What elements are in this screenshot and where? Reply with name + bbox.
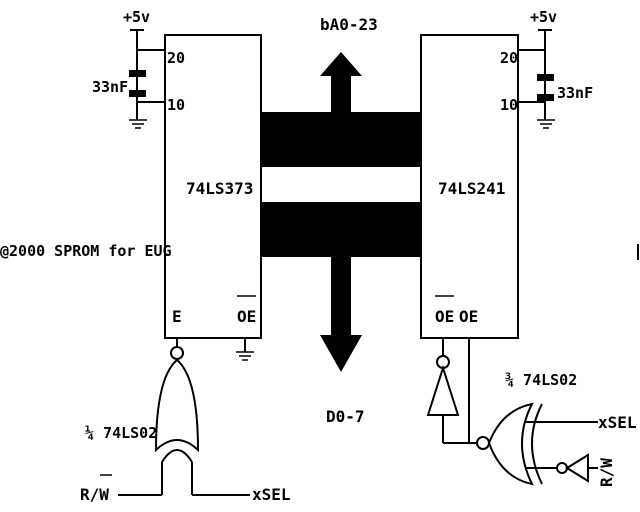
left-power-network — [129, 29, 165, 129]
pin-oe-right1-label: OE — [435, 307, 454, 326]
vcc-left-label: +5v — [123, 8, 150, 26]
chip-right-label: 74LS241 — [438, 179, 505, 198]
bus-up-arrow — [320, 52, 362, 112]
pin10-left-label: 10 — [167, 96, 185, 114]
vcc-right-label: +5v — [530, 8, 557, 26]
bus-down-arrow — [320, 257, 362, 372]
data-bus — [261, 202, 421, 257]
chip-74ls241 — [420, 34, 519, 339]
rw-inverter-triangle — [565, 453, 589, 483]
chip-74ls373 — [164, 34, 262, 339]
left-nor-gate — [118, 338, 250, 496]
address-bus — [261, 112, 421, 167]
sig-xsel-right-label: xSEL — [598, 413, 637, 432]
pin20-right-label: 20 — [500, 49, 518, 67]
cap-right-label: 33nF — [557, 84, 593, 102]
gate-right-label: ¾ 74LS02 — [505, 371, 577, 389]
inverter-triangle — [426, 364, 460, 416]
sig-rw-right-label: R/W — [597, 458, 616, 487]
pin10-right-label: 10 — [500, 96, 518, 114]
left-gate-bubble — [170, 346, 184, 360]
bus-top-label: bA0-23 — [320, 15, 378, 34]
pin-oe-left-label: OE — [237, 307, 256, 326]
sig-xsel-left-label: xSEL — [252, 485, 291, 504]
gate-left-label: ¼ 74LS02 — [85, 424, 157, 442]
pin20-left-label: 20 — [167, 49, 185, 67]
oe-left-ground — [236, 338, 254, 361]
pin-oe-right2-label: OE — [459, 307, 478, 326]
right-gate-bubble — [476, 436, 490, 450]
right-power-network — [518, 29, 555, 129]
chip-left-label: 74LS373 — [186, 179, 253, 198]
bus-bottom-label: D0-7 — [326, 407, 365, 426]
sig-rw-left-label: R/W — [80, 485, 109, 504]
side-note: @2000 SPROM for EUG — [0, 242, 172, 260]
pin-e-label: E — [172, 307, 182, 326]
cap-left-label: 33nF — [92, 78, 128, 96]
right-logic — [426, 338, 598, 486]
